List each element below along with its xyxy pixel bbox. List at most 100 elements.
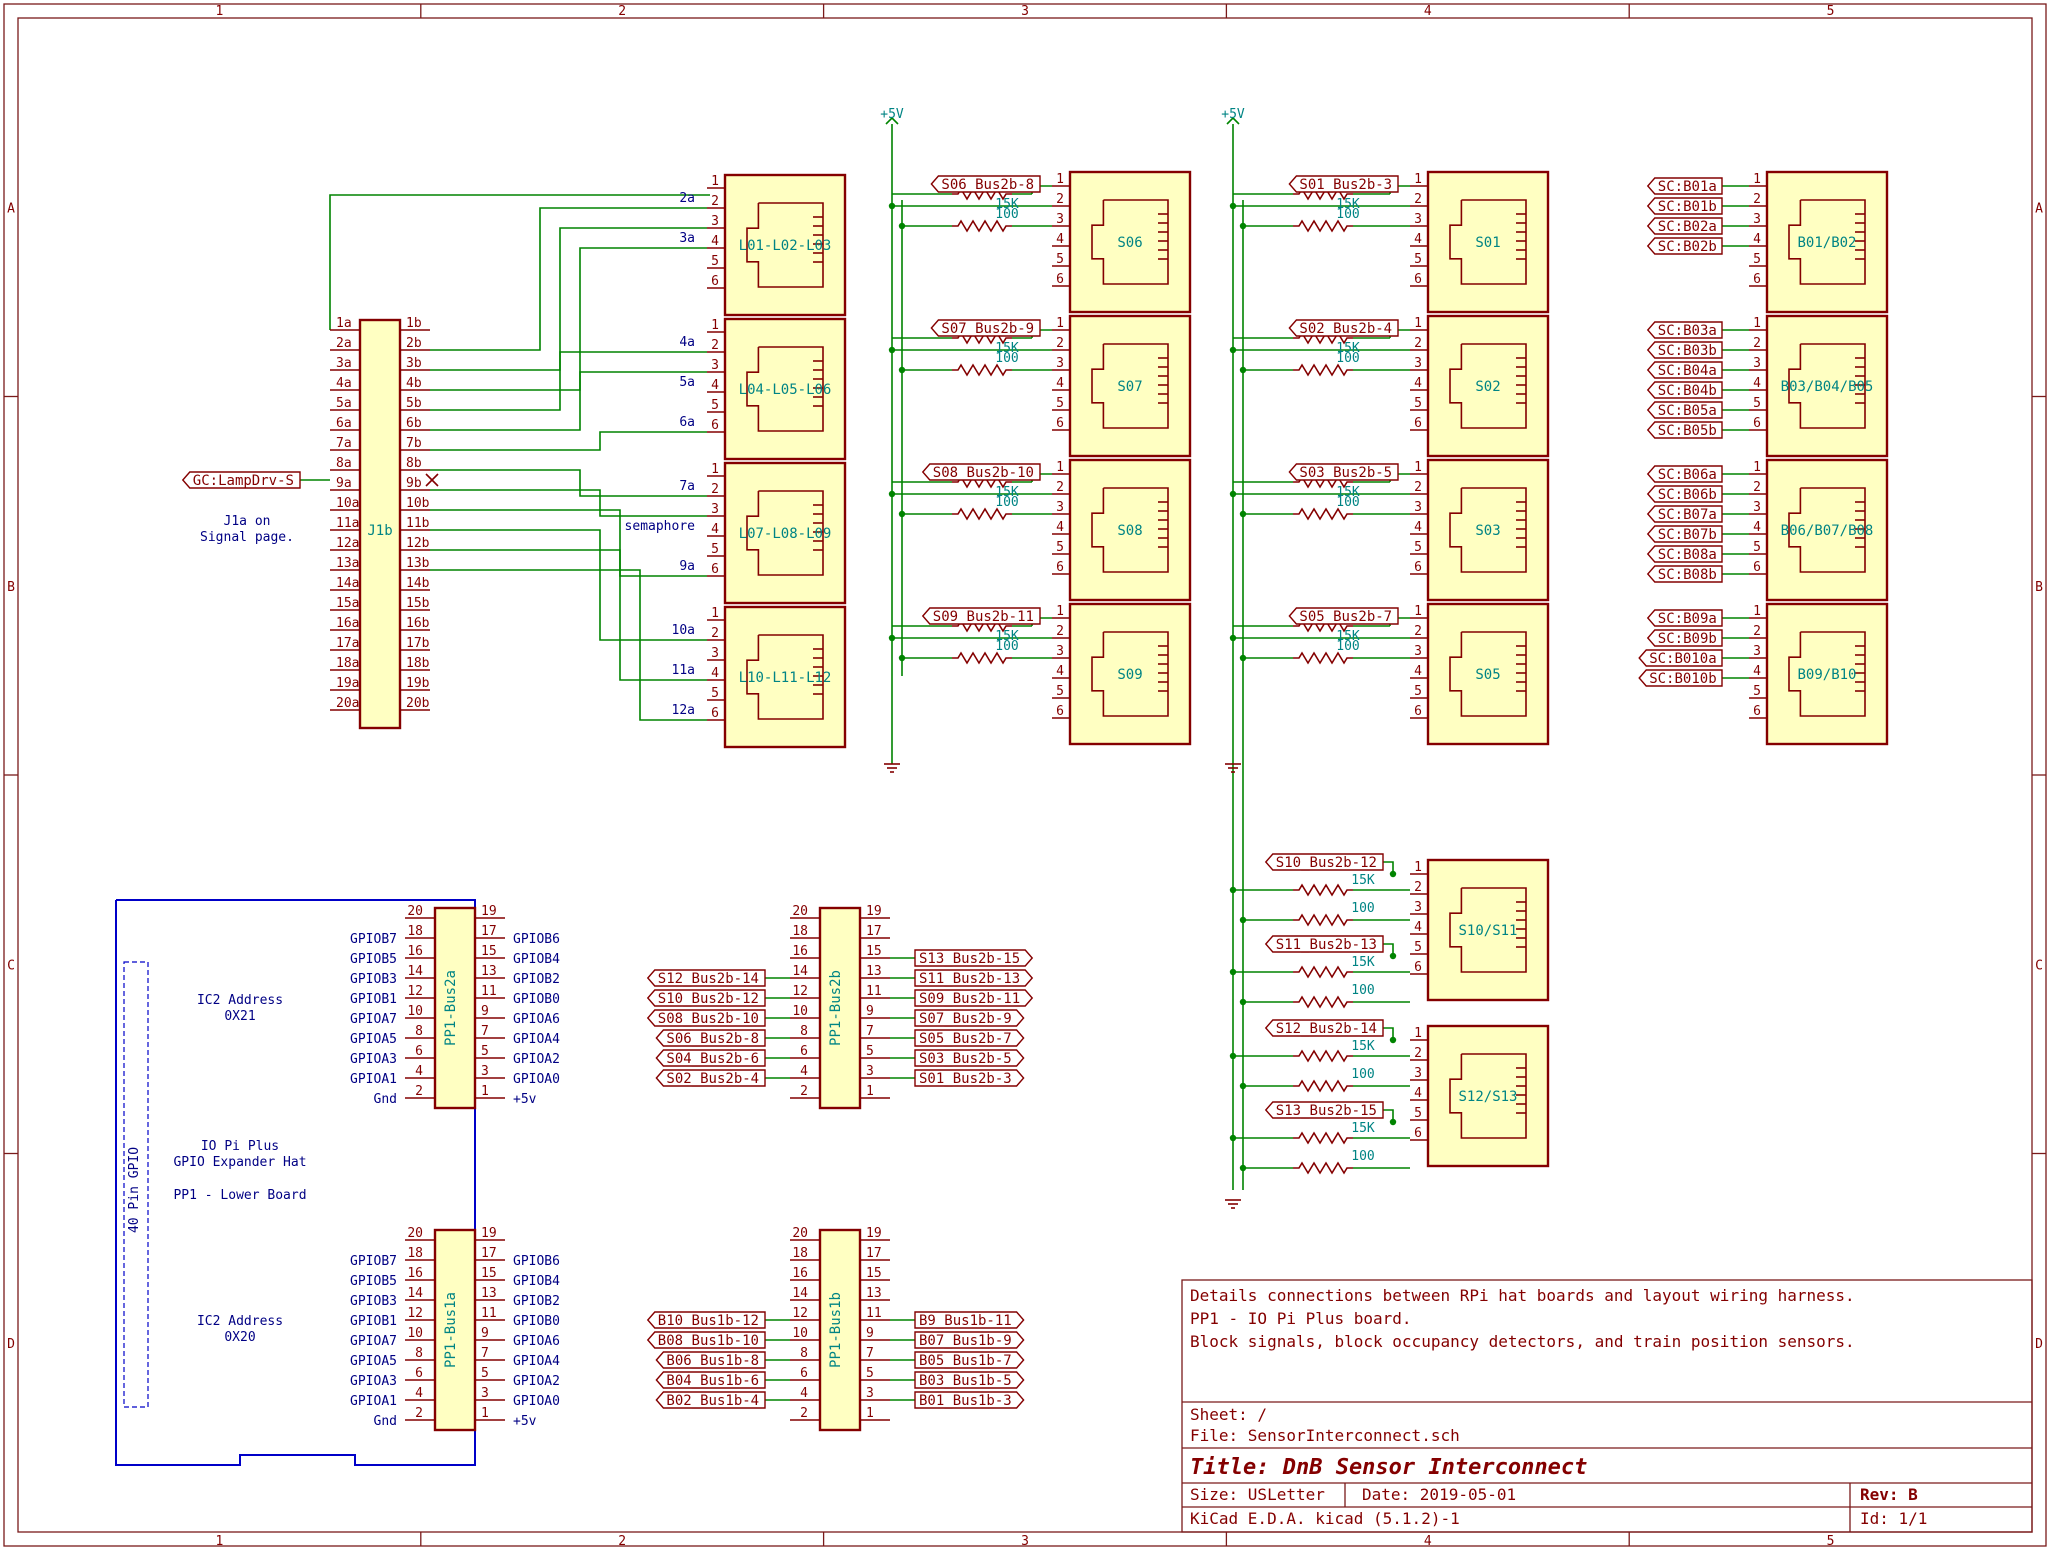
pin-number: 1 [711,606,719,621]
pin-number: 1 [1414,860,1422,875]
bus1a-header-pin-number: 3 [481,1386,489,1401]
wire-path [1383,861,1394,874]
left-sensor-body [1068,314,1192,458]
lamp-driver-label-shape [181,471,301,489]
wire-junction [888,490,896,498]
frame-column-label: 3 [1021,4,1029,19]
j1a-note: Signal page. [200,530,294,545]
component-layer: J1b1a2a3a4a5a6a7a8a9a10a11a12a13a14a15a1… [115,170,1889,1466]
frame-column-label: 4 [1424,1534,1432,1549]
block-signal-label-shape [1646,237,1723,255]
j1b-pin-label: 4b [406,376,422,391]
bus2b-header-left-label: S06_Bus2b-8 [666,1031,759,1047]
lamp-connector-jack [746,634,824,720]
vcc-arrow [1226,117,1234,125]
left-sensor-jack [1091,343,1169,429]
block-signal-label-shape [1646,465,1723,483]
wire-path [430,529,707,641]
pin-number: 6 [711,562,719,577]
vcc-arrow [891,117,899,125]
pin-number: 3 [1414,356,1422,371]
bus1b-header-right-label: B9_Bus1b-11 [919,1313,1012,1329]
block-connector-ref: B06/B07/B08 [1781,523,1874,539]
bus2b-header-right-label-shape [914,1029,1025,1047]
frame-row-label: C [2035,958,2043,973]
dual-sensor-jack [1449,887,1527,973]
lamp-wire-label: 7a [679,479,695,494]
pin-number: 1 [1753,172,1761,187]
resistor [952,651,1012,665]
pin-number: 1 [1753,460,1761,475]
resistor [1293,995,1353,1009]
j1b-body [358,318,402,730]
bus1b-header-pin-number: 4 [800,1386,808,1401]
bus2a-header-pin-name: GPIOA5 [350,1032,397,1047]
wire-junction [1229,346,1237,354]
j1b-pin-label: 14b [406,576,430,591]
bus2a-header-ref: PP1-Bus2a [443,970,459,1046]
pin-number: 5 [711,686,719,701]
wire-path [430,549,707,681]
pin-number: 1 [711,318,719,333]
bus1b-header-right-label-shape [914,1371,1025,1389]
pin-number: 6 [1414,560,1422,575]
j1b-pin-label: 11a [336,516,359,531]
pin-number: 5 [1056,540,1064,555]
bus1b-header-right-label: B07_Bus1b-9 [919,1333,1012,1349]
right-sensor-ref: S02 [1475,379,1500,395]
pin-number: 6 [711,274,719,289]
lamp-wire-label: 2a [679,191,695,206]
wire-junction [1389,1118,1397,1126]
block-signal-label: SC:B04b [1658,383,1717,399]
pin-number: 4 [1414,664,1422,679]
j1b-ref: J1b [367,523,392,539]
bus2a-header-pin-number: 2 [415,1084,423,1099]
resistor-value: 15K [1336,197,1360,212]
vcc-symbol: +5V [880,107,904,122]
bus1b-header-left-label: B06_Bus1b-8 [666,1353,759,1369]
right-sensor-ref: S03 [1475,523,1500,539]
bus2a-header-pin-number: 9 [481,1004,489,1019]
block-signal-label-shape [1646,341,1723,359]
block-signal-label-shape [1646,505,1723,523]
bus2a-header-pin-number: 4 [415,1064,423,1079]
right-sensor-ref: S01 [1475,235,1500,251]
resistor [1293,507,1353,521]
j1a-note: J1a on [224,514,271,529]
block-signal-label: SC:B04a [1658,363,1717,379]
lamp-wire-label: 10a [672,623,695,638]
pin-number: 3 [1056,212,1064,227]
block-signal-label: SC:B06a [1658,467,1717,483]
wire-junction [1239,916,1247,924]
lamp-connector-ref: L01-L02-L03 [739,238,832,254]
right-sensor-jack [1449,487,1527,573]
bus2b-header-left-label-shape [655,1069,766,1087]
vcc-arrow [1232,117,1240,125]
bus2a-header-pin-number: 17 [481,924,497,939]
bus2b-header-left-label: S08_Bus2b-10 [658,1011,759,1027]
pin-number: 4 [1414,232,1422,247]
resistor-value: 100 [1336,639,1359,654]
left-sensor-jack [1091,487,1169,573]
pin-number: 2 [1753,624,1761,639]
left-sensor-ref: S06 [1117,235,1142,251]
bus2b-header-left-label: S10_Bus2b-12 [658,991,759,1007]
j1b-pin-label: 20a [336,696,359,711]
pin-number: 5 [1753,684,1761,699]
bus2a-header-pin-name: GPIOB1 [350,992,397,1007]
right-sensor-jack [1449,631,1527,717]
right-sensor-label: S02_Bus2b-4 [1299,321,1392,337]
right-sensor-label-shape [1288,463,1399,481]
right-sensor-label: S05_Bus2b-7 [1299,609,1392,625]
resistor-value: 100 [1351,901,1374,916]
wire-junction [888,202,896,210]
bus2a-header-pin-number: 13 [481,964,497,979]
pin-number: 3 [1414,500,1422,515]
resistor-value: 100 [1351,1067,1374,1082]
pin-number: 3 [1414,644,1422,659]
title-block-comment: Block signals, block occupancy detectors… [1190,1332,1855,1351]
lamp-wire-label: 6a [679,415,695,430]
block-signal-label: SC:B010a [1649,651,1716,667]
bus1b-header-pin-number: 3 [866,1386,874,1401]
